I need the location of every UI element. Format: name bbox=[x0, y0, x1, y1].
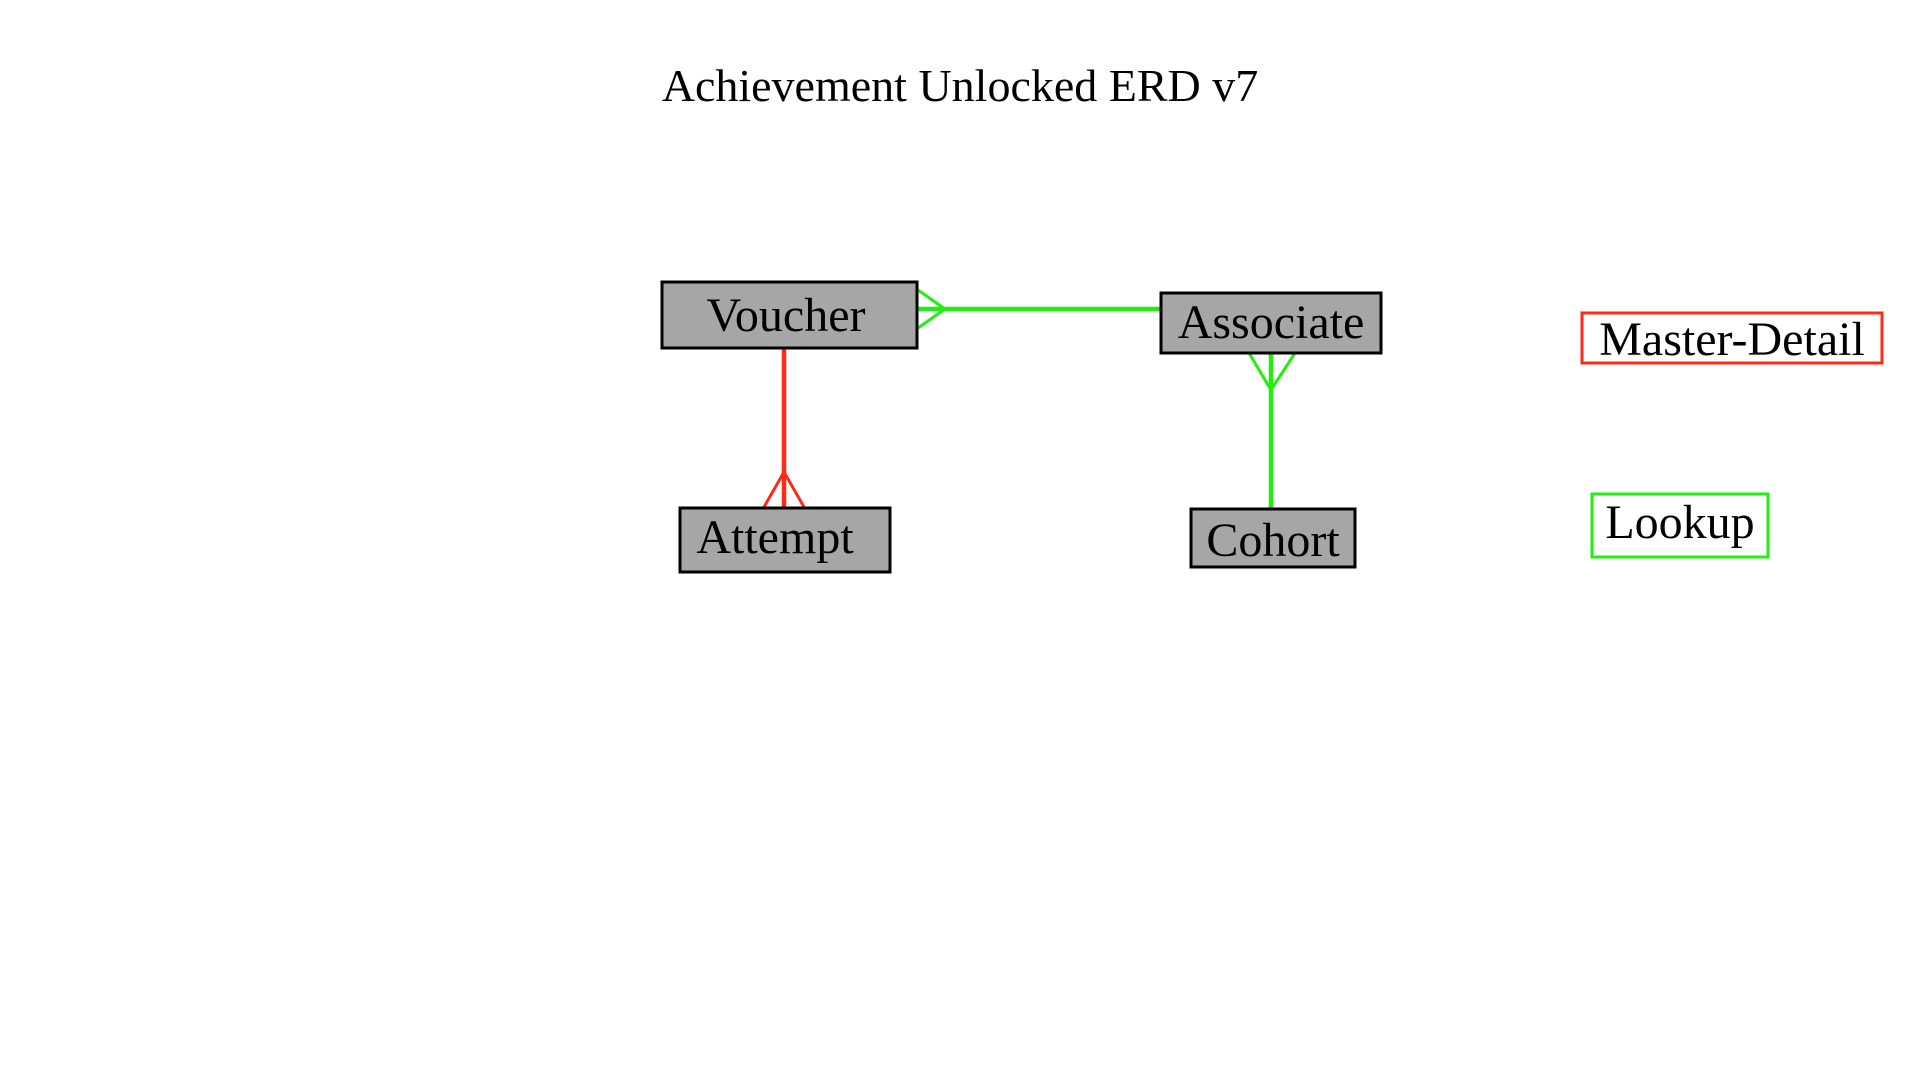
relationship-associate-cohort bbox=[1247, 352, 1297, 508]
crows-foot-voucher bbox=[917, 288, 948, 330]
entity-voucher[interactable]: Voucher bbox=[660, 280, 919, 350]
legend-label-lookup: Lookup bbox=[1605, 496, 1754, 549]
entity-label-associate: Associate bbox=[1178, 296, 1365, 349]
entity-box-voucher bbox=[660, 280, 919, 350]
crows-foot-associate bbox=[1247, 352, 1297, 393]
legend-item-master-detail: Master-Detail bbox=[1580, 311, 1884, 366]
entity-box-cohort bbox=[1189, 507, 1357, 569]
entity-label-cohort: Cohort bbox=[1206, 514, 1340, 567]
entity-label-voucher: Voucher bbox=[706, 289, 865, 342]
legend-label-master-detail: Master-Detail bbox=[1599, 313, 1865, 366]
entity-attempt[interactable]: Attempt bbox=[678, 506, 892, 574]
diagram-title: Achievement Unlocked ERD v7 bbox=[662, 60, 1259, 111]
legend-box-lookup bbox=[1590, 492, 1770, 559]
relationship-voucher-attempt bbox=[762, 348, 806, 508]
entity-associate[interactable]: Associate bbox=[1159, 291, 1383, 355]
entity-label-attempt: Attempt bbox=[696, 511, 854, 564]
entity-cohort[interactable]: Cohort bbox=[1189, 507, 1357, 569]
entity-box-attempt bbox=[678, 506, 892, 574]
legend-box-master-detail bbox=[1580, 311, 1884, 365]
relationship-voucher-associate bbox=[917, 288, 1160, 330]
entity-box-associate bbox=[1159, 291, 1383, 355]
legend-item-lookup: Lookup bbox=[1590, 492, 1770, 559]
crows-foot-attempt bbox=[762, 468, 806, 508]
